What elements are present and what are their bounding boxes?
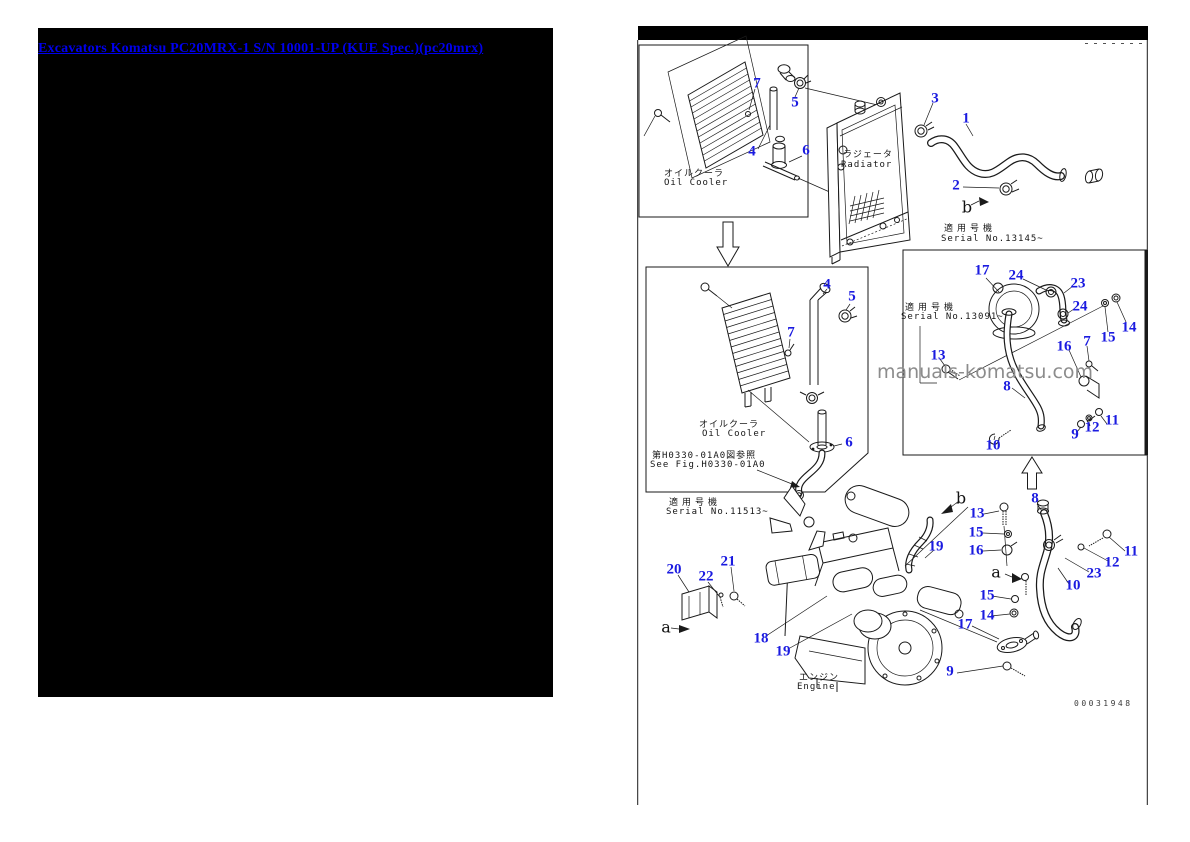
- ref-letter-b: b: [961, 197, 973, 217]
- page-top-bar: [638, 26, 1148, 40]
- box-b-piping-drawing: [919, 277, 1127, 445]
- callout-10: 10: [1065, 577, 1081, 594]
- ref-letter-a: a: [991, 562, 1001, 582]
- callout-7: 7: [753, 75, 761, 92]
- down-arrow: [716, 221, 740, 267]
- blackout-image-panel: [38, 28, 553, 697]
- callout-18: 18: [753, 630, 769, 647]
- callout-9: 9: [1071, 426, 1079, 443]
- callout-14: 14: [979, 607, 995, 624]
- label-radiator-jp: ラジェータ: [843, 150, 893, 160]
- parts-diagram-art: [637, 26, 1148, 805]
- callout-23: 23: [1086, 565, 1102, 582]
- callout-20: 20: [666, 561, 682, 578]
- callout-12: 12: [1084, 419, 1100, 436]
- callout-6: 6: [845, 434, 853, 451]
- ref-letter-a: a: [661, 617, 671, 637]
- label-oil-cooler-c-en: Oil Cooler: [702, 429, 767, 439]
- up-arrow: [1021, 456, 1043, 490]
- callout-15: 15: [968, 524, 984, 541]
- callout-17: 17: [957, 616, 973, 633]
- label-serial-13091: Serial No.13091~: [901, 312, 1004, 322]
- callout-15: 15: [979, 587, 995, 604]
- callout-14: 14: [1121, 319, 1137, 336]
- callout-16: 16: [968, 542, 984, 559]
- box-a-oil-cooler-drawing: [643, 35, 887, 202]
- label-serial-11513-jp: 適用号機: [669, 498, 722, 508]
- callout-9: 9: [946, 663, 954, 680]
- callout-4: 4: [748, 143, 756, 160]
- callout-12: 12: [1104, 554, 1120, 571]
- callout-13: 13: [969, 505, 985, 522]
- callout-1: 1: [962, 110, 970, 127]
- callout-11: 11: [1104, 412, 1120, 429]
- callout-19: 19: [928, 538, 944, 555]
- callout-23: 23: [1070, 275, 1086, 292]
- watermark: manuals-komatsu.com: [877, 361, 1094, 383]
- label-serial-11513: Serial No.11513~: [666, 507, 769, 517]
- callout-22: 22: [698, 568, 714, 585]
- label-oil-cooler-c-jp: オイルクーラ: [699, 420, 760, 430]
- callout-8: 8: [1003, 378, 1011, 395]
- callout-24: 24: [1008, 267, 1024, 284]
- radiator-drawing: [826, 92, 911, 265]
- ref-letter-b: b: [955, 488, 967, 508]
- callout-7: 7: [1083, 333, 1091, 350]
- label-radiator-en: Radiator: [841, 160, 893, 170]
- callout-7: 7: [787, 324, 795, 341]
- label-oil-cooler-a-en: Oil Cooler: [664, 178, 729, 188]
- callout-10: 10: [985, 437, 1001, 454]
- label-serial-13145: Serial No.13145~: [941, 234, 1044, 244]
- callout-17: 17: [974, 262, 990, 279]
- engine-piping-drawing: [904, 499, 1126, 677]
- drawing-number: 00031948: [1074, 699, 1133, 708]
- radiator-hose-drawing: [914, 102, 1104, 206]
- label-oil-cooler-a-jp: オイルクーラ: [664, 169, 725, 179]
- callout-3: 3: [931, 90, 939, 107]
- label-engine-jp: エンジン: [799, 673, 840, 683]
- label-see-fig-en: See Fig.H0330-01A0: [650, 460, 766, 470]
- engine-drawing: [670, 485, 964, 692]
- callout-13: 13: [930, 347, 946, 364]
- box-c-oil-cooler-drawing: [700, 282, 858, 500]
- label-engine-en: Engine: [797, 682, 836, 692]
- callout-5: 5: [791, 94, 799, 111]
- callout-2: 2: [952, 177, 960, 194]
- oil-cooler-box-c: [645, 266, 869, 493]
- callout-5: 5: [848, 288, 856, 305]
- label-serial-13091-jp: 適用号機: [905, 303, 958, 313]
- callout-15: 15: [1100, 329, 1116, 346]
- callout-8: 8: [1031, 490, 1039, 507]
- label-see-fig-jp: 第H0330-01A0図参照: [652, 451, 757, 461]
- oil-cooler-box-a: [638, 44, 809, 218]
- callout-6: 6: [802, 142, 810, 159]
- callout-19: 19: [775, 643, 791, 660]
- callout-11: 11: [1123, 543, 1139, 560]
- callout-24: 24: [1072, 298, 1088, 315]
- callout-21: 21: [720, 553, 736, 570]
- breadcrumb-link[interactable]: Excavators Komatsu PC20MRX-1 S/N 10001-U…: [38, 41, 484, 56]
- callout-16: 16: [1056, 338, 1072, 355]
- label-serial-13145-jp: 適用号機: [944, 224, 997, 234]
- callout-4: 4: [823, 276, 831, 293]
